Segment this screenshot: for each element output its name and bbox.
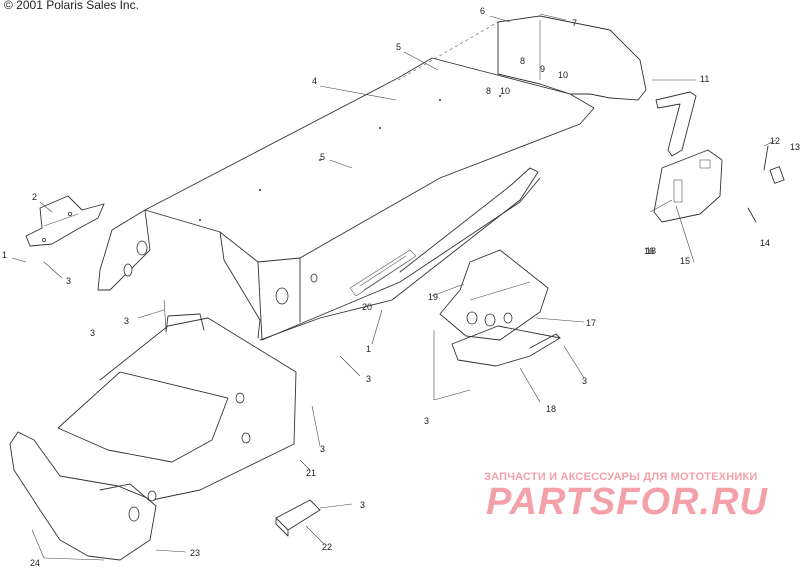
part-plate-22 bbox=[275, 499, 321, 537]
watermark-logo: PARTSFOR.RU bbox=[486, 481, 768, 523]
callout-16: 16 bbox=[644, 246, 654, 256]
callout-3a: 3 bbox=[66, 276, 71, 286]
callout-22: 22 bbox=[322, 542, 332, 552]
callout-5b: 5 bbox=[320, 152, 325, 162]
callout-8b: 8 bbox=[486, 86, 491, 96]
part-bracket-2 bbox=[25, 195, 105, 247]
part-bracket-17 bbox=[439, 249, 549, 341]
part-side-plate-16 bbox=[653, 149, 723, 223]
part-bar-11 bbox=[655, 91, 697, 157]
callout-4: 4 bbox=[312, 76, 317, 86]
callout-18b: 18 bbox=[646, 246, 656, 256]
callout-11: 11 bbox=[700, 74, 709, 84]
callout-3b: 3 bbox=[124, 316, 129, 326]
callout-17: 17 bbox=[586, 318, 596, 328]
callout-3f: 3 bbox=[320, 444, 325, 454]
callout-8a: 8 bbox=[520, 56, 525, 66]
callout-14: 14 bbox=[760, 238, 770, 248]
callout-3c: 3 bbox=[366, 374, 371, 384]
callout-2: 2 bbox=[32, 192, 37, 202]
callout-24: 24 bbox=[30, 558, 40, 568]
callout-6: 6 bbox=[480, 6, 485, 16]
callout-3h: 3 bbox=[90, 328, 95, 338]
callout-1b: 1 bbox=[366, 344, 371, 354]
callout-23: 23 bbox=[190, 548, 200, 558]
callout-19: 19 bbox=[428, 292, 438, 302]
callout-21: 21 bbox=[306, 468, 316, 478]
part-rear-flap-6 bbox=[497, 15, 647, 101]
part-bracket-18-lower bbox=[451, 325, 561, 367]
callout-15: 15 bbox=[680, 256, 690, 266]
watermark-subtitle: ЗАПЧАСТИ И АКСЕССУАРЫ ДЛЯ МОТОТЕХНИКИ bbox=[484, 471, 758, 483]
part-bolts-12-13-14 bbox=[747, 145, 785, 223]
callout-18a: 18 bbox=[546, 404, 556, 414]
part-tunnel-4 bbox=[97, 21, 595, 341]
callout-3g: 3 bbox=[360, 500, 365, 510]
callout-3e: 3 bbox=[424, 416, 429, 426]
callout-3d: 3 bbox=[582, 376, 587, 386]
callout-5a: 5 bbox=[396, 42, 401, 52]
copyright-notice: © 2001 Polaris Sales Inc. bbox=[4, 0, 139, 12]
part-frame-21 bbox=[9, 313, 297, 561]
callout-10a: 10 bbox=[558, 70, 568, 80]
callout-labels: 1 2 3 3 4 5 5 6 7 8 8 9 10 10 11 12 13 1… bbox=[2, 6, 800, 568]
callout-12: 12 bbox=[770, 136, 780, 146]
leader-lines bbox=[11, 13, 777, 561]
callout-7: 7 bbox=[572, 18, 577, 28]
callout-1a: 1 bbox=[2, 250, 7, 260]
callout-13: 13 bbox=[790, 142, 800, 152]
callout-10b: 10 bbox=[500, 86, 510, 96]
callout-20: 20 bbox=[362, 302, 372, 312]
callout-9: 9 bbox=[540, 64, 545, 74]
